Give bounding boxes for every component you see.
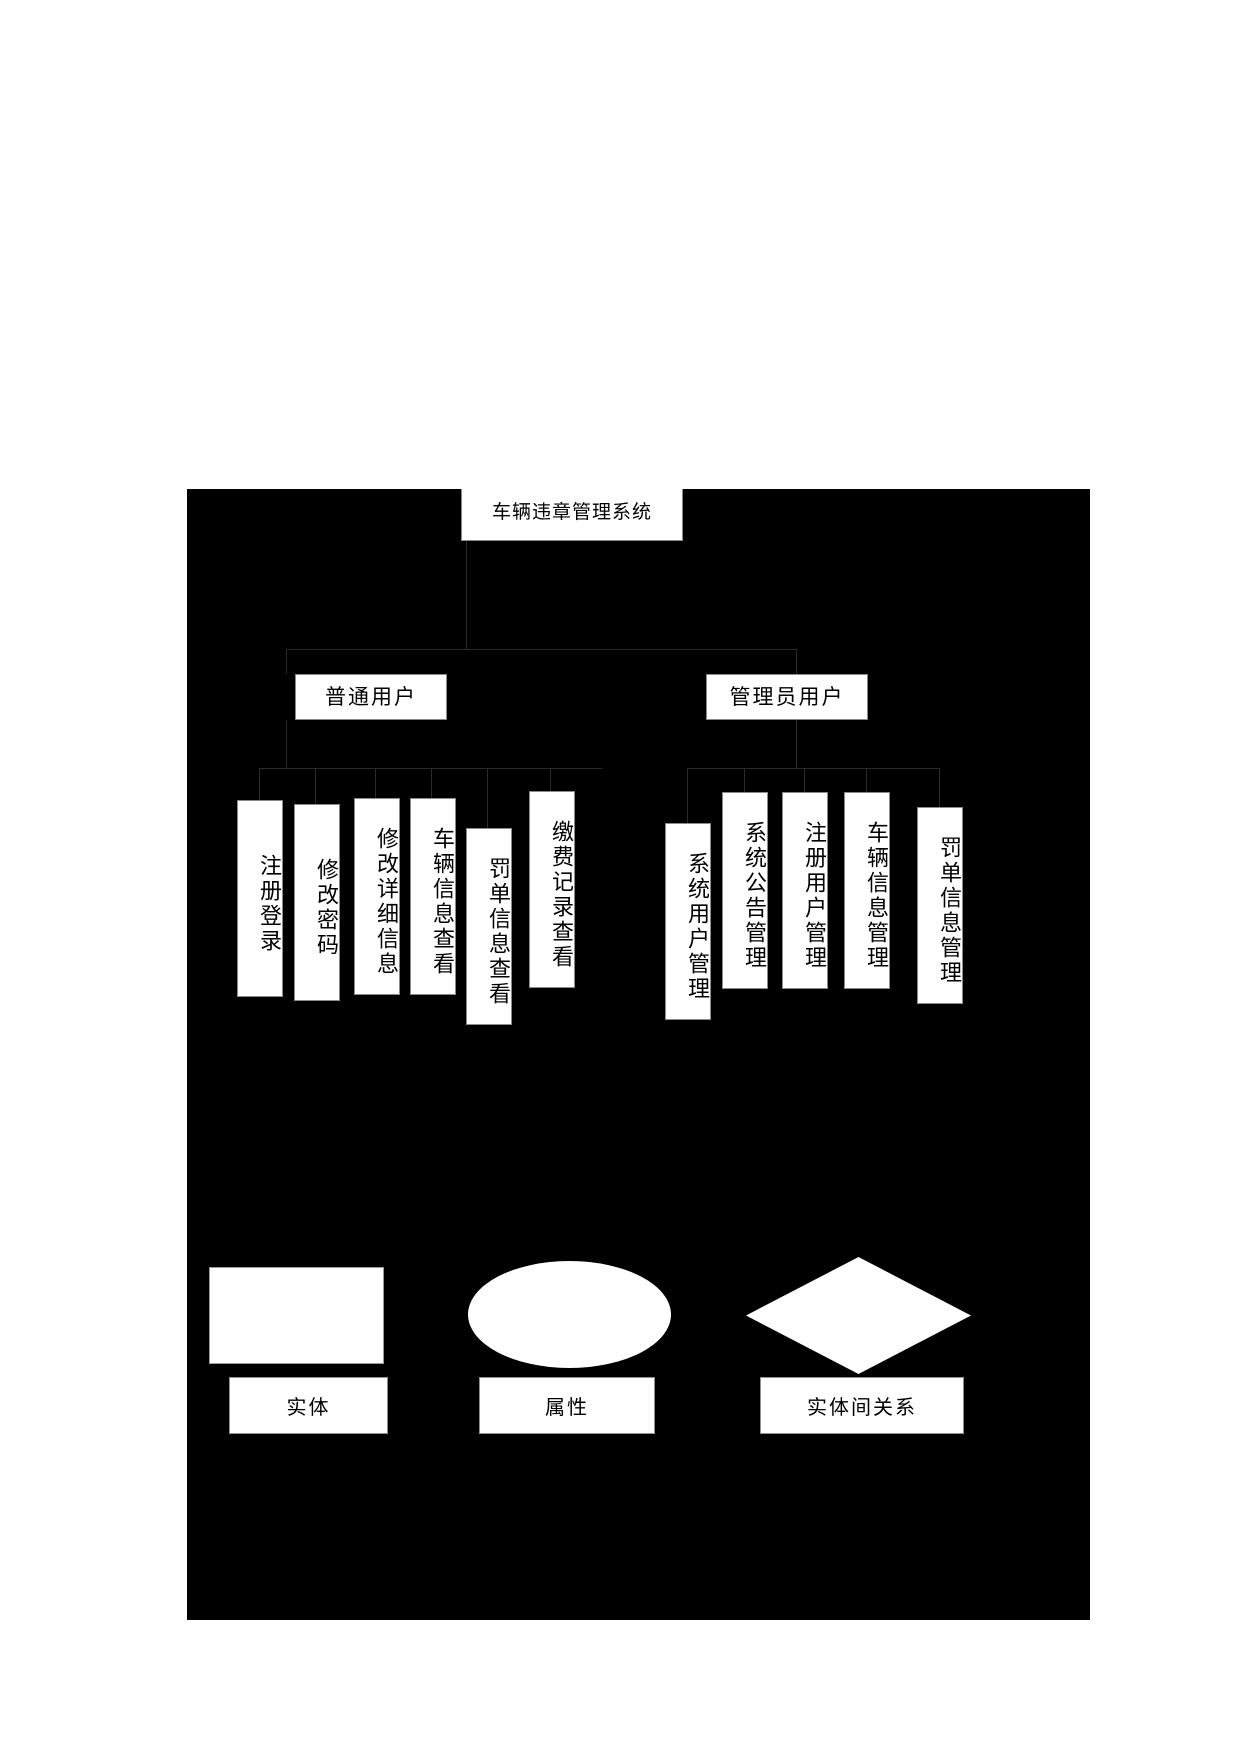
legend-text-relationship: 实体间关系 bbox=[807, 1397, 917, 1419]
function-label-edit-detail-info: 修改详细信息 bbox=[374, 826, 399, 977]
connector-admin-leaf-5 bbox=[939, 768, 940, 807]
system-title-node[interactable]: 车辆违章管理系统 bbox=[461, 489, 683, 541]
function-label-system-user-manage: 系统用户管理 bbox=[685, 851, 710, 1002]
role-node-normal-user[interactable]: 普通用户 bbox=[295, 674, 447, 720]
function-node-system-notice-manage[interactable]: 系统公告管理 bbox=[722, 792, 768, 989]
legend-label-entity: 实体 bbox=[229, 1377, 388, 1434]
legend-shape-relationship bbox=[746, 1257, 971, 1374]
role-label-admin-user: 管理员用户 bbox=[729, 684, 845, 709]
function-node-edit-detail-info[interactable]: 修改详细信息 bbox=[354, 798, 400, 995]
function-label-vehicle-info-manage: 车辆信息管理 bbox=[864, 820, 889, 971]
connector-normal-leaf-5 bbox=[487, 768, 488, 828]
connector-admin-leaf-2 bbox=[744, 768, 745, 792]
legend-label-relationship: 实体间关系 bbox=[760, 1377, 964, 1434]
connector-to-normal-user bbox=[286, 649, 287, 674]
function-node-ticket-info-manage[interactable]: 罚单信息管理 bbox=[917, 807, 963, 1004]
function-node-view-ticket-info[interactable]: 罚单信息查看 bbox=[466, 828, 512, 1025]
connector-admin-leaf-3 bbox=[804, 768, 805, 792]
function-label-registered-user-manage: 注册用户管理 bbox=[802, 820, 827, 971]
function-node-view-vehicle-info[interactable]: 车辆信息查看 bbox=[410, 798, 456, 995]
connector-normal-leaf-4 bbox=[431, 768, 432, 798]
function-label-ticket-info-manage: 罚单信息管理 bbox=[937, 835, 962, 986]
connector-admin-leaf-4 bbox=[866, 768, 867, 792]
function-node-register-login[interactable]: 注册登录 bbox=[237, 800, 283, 997]
function-label-view-ticket-info: 罚单信息查看 bbox=[486, 856, 511, 1007]
connector-admin-user-bus bbox=[687, 768, 939, 769]
function-node-view-payment-record[interactable]: 缴费记录查看 bbox=[529, 791, 575, 988]
function-label-register-login: 注册登录 bbox=[257, 853, 282, 954]
connector-admin-leaf-1 bbox=[687, 768, 688, 823]
connector-role-bus bbox=[286, 649, 796, 650]
function-node-registered-user-manage[interactable]: 注册用户管理 bbox=[782, 792, 828, 989]
legend-shape-entity bbox=[209, 1267, 384, 1364]
connector-normal-leaf-6 bbox=[550, 768, 551, 791]
connector-normal-leaf-3 bbox=[375, 768, 376, 798]
legend-text-entity: 实体 bbox=[286, 1397, 331, 1419]
function-node-vehicle-info-manage[interactable]: 车辆信息管理 bbox=[844, 792, 890, 989]
legend-text-attribute: 属性 bbox=[545, 1397, 589, 1419]
system-title-label: 车辆违章管理系统 bbox=[491, 501, 652, 523]
connector-normal-leaf-2 bbox=[315, 768, 316, 804]
function-label-system-notice-manage: 系统公告管理 bbox=[742, 820, 767, 971]
function-label-change-password: 修改密码 bbox=[314, 857, 339, 958]
diagram-canvas: 车辆违章管理系统 普通用户 管理员用户 注册登录 修改密码 修改详细信息 车辆信… bbox=[187, 489, 1090, 1620]
connector-normal-user-down bbox=[286, 720, 287, 768]
function-label-view-payment-record: 缴费记录查看 bbox=[549, 819, 574, 970]
connector-title-down bbox=[466, 541, 467, 649]
legend-label-attribute: 属性 bbox=[479, 1377, 655, 1434]
connector-admin-user-down bbox=[796, 720, 797, 768]
legend-shape-attribute bbox=[468, 1261, 671, 1368]
function-label-view-vehicle-info: 车辆信息查看 bbox=[430, 826, 455, 977]
connector-to-admin-user bbox=[796, 649, 797, 674]
function-node-change-password[interactable]: 修改密码 bbox=[294, 804, 340, 1001]
connector-normal-leaf-1 bbox=[259, 768, 260, 800]
function-node-system-user-manage[interactable]: 系统用户管理 bbox=[665, 823, 711, 1020]
role-node-admin-user[interactable]: 管理员用户 bbox=[706, 674, 868, 720]
role-label-normal-user: 普通用户 bbox=[325, 684, 417, 709]
connector-normal-user-bus bbox=[259, 768, 602, 769]
